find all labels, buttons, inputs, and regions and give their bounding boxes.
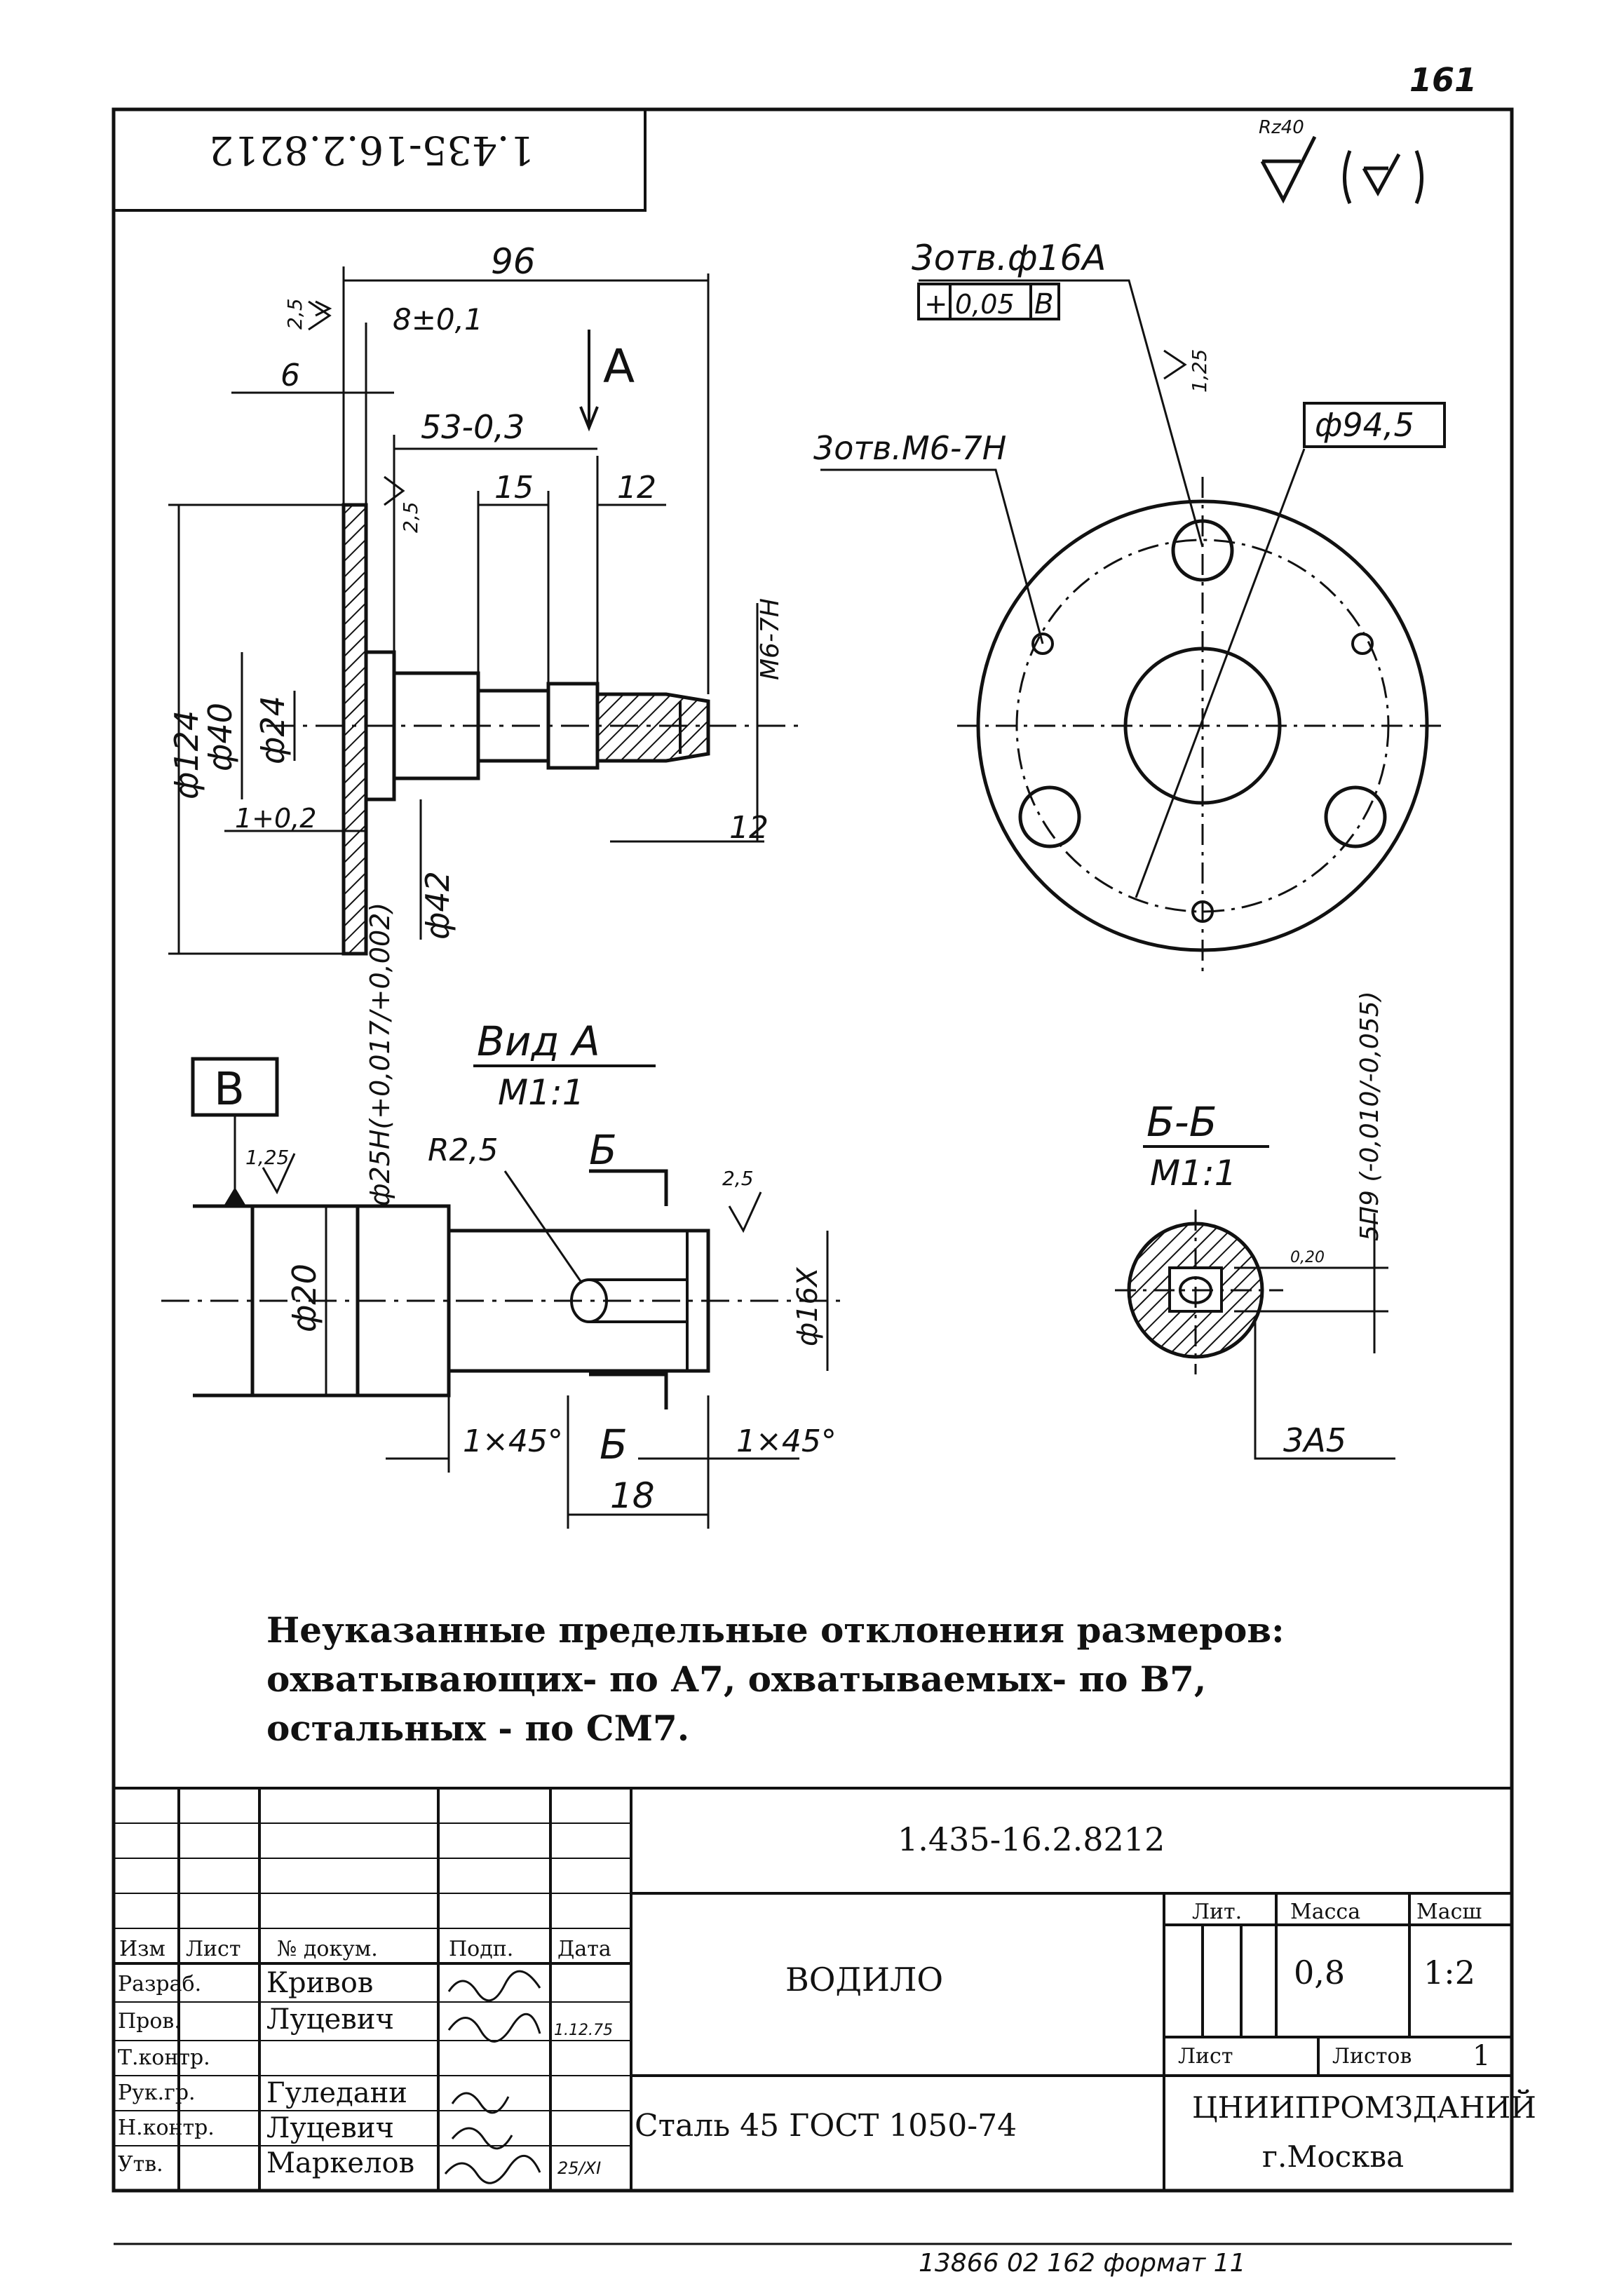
tb-org-1: ЦНИИПРОМЗДАНИЙ bbox=[1192, 2090, 1536, 2125]
tb-role-3: Рук.гр. bbox=[118, 2081, 196, 2105]
tb-hdr-izm: Изм bbox=[119, 1937, 165, 1961]
section-bb-dim: 5П9 (-0,010/-0,055) bbox=[1355, 991, 1384, 1241]
dim-8: 8±0,1 bbox=[393, 302, 483, 337]
tb-name-5: Маркелов bbox=[266, 2147, 415, 2179]
detail-phi16x: ф16Х bbox=[792, 1266, 824, 1346]
tb-role-0: Разраб. bbox=[118, 1972, 202, 1996]
tb-sheets-label: Листов bbox=[1332, 2044, 1412, 2069]
section-bb-scale: М1:1 bbox=[1150, 1153, 1237, 1193]
rough-125: 1,25 bbox=[1188, 349, 1211, 393]
main-view bbox=[168, 266, 806, 956]
dim-m6: М6-7Н bbox=[756, 598, 785, 680]
dim-12b: 12 bbox=[729, 810, 769, 846]
holes-m6-label: 3отв.М6-7Н bbox=[813, 429, 1006, 467]
tb-role-2: Т.контр. bbox=[118, 2045, 210, 2070]
tb-name-3: Гуледани bbox=[266, 2077, 407, 2109]
detail-scale: М1:1 bbox=[498, 1072, 585, 1113]
dim-1: 1+0,2 bbox=[235, 803, 316, 834]
roughness-general-symbol bbox=[1260, 135, 1423, 204]
tb-col-lit: Лит. bbox=[1192, 1900, 1243, 1924]
note-line-1: Неуказанные предельные отклонения размер… bbox=[266, 1609, 1285, 1651]
tb-mass-value: 0,8 bbox=[1294, 1954, 1346, 1991]
datum-b: В bbox=[214, 1064, 245, 1116]
section-arrow-a: А bbox=[603, 339, 635, 393]
note-line-3: остальных - по СМ7. bbox=[266, 1707, 690, 1749]
note-line-2: охватывающих- по А7, охватываемых- по В7… bbox=[266, 1658, 1207, 1700]
flange-view bbox=[820, 279, 1448, 975]
tb-hdr-doc: № докум. bbox=[277, 1937, 378, 1961]
tb-role-5: Утв. bbox=[118, 2152, 163, 2177]
tb-date-5: 25/XI bbox=[557, 2158, 602, 2178]
detail-title: Вид А bbox=[477, 1017, 600, 1065]
detail-phi25: ф25Н(+0,017/+0,002) bbox=[365, 902, 395, 1206]
detail-rough2: 2,5 bbox=[722, 1167, 754, 1190]
detail-sect-b-top: Б bbox=[589, 1126, 617, 1174]
section-bb-rough: 0,20 bbox=[1290, 1249, 1325, 1266]
footer-handwriting: 13866 02 162 формат 11 bbox=[919, 2249, 1246, 2278]
tol-frame-sym: + bbox=[924, 288, 948, 320]
tol-frame-datum: В bbox=[1034, 288, 1053, 320]
detail-view bbox=[161, 1057, 841, 1529]
detail-chamfer2: 1×45° bbox=[736, 1423, 837, 1459]
rotated-doc-code: 1.435-16.2.8212 bbox=[209, 127, 534, 173]
detail-rough: 1,25 bbox=[245, 1146, 289, 1169]
tb-name-1: Луцевич bbox=[266, 2003, 394, 2036]
dim-phi40: ф40 bbox=[201, 703, 239, 771]
tb-sheets-count: 1 bbox=[1473, 2040, 1491, 2072]
tb-col-scale: Масш bbox=[1416, 1900, 1482, 1924]
section-bb bbox=[1115, 1210, 1395, 1460]
tb-hdr-list: Лист bbox=[186, 1937, 241, 1961]
section-bb-callout: 3А5 bbox=[1283, 1421, 1346, 1459]
tb-hdr-date: Дата bbox=[557, 1937, 611, 1961]
tb-date-1: 1.12.75 bbox=[554, 2022, 613, 2039]
dim-53: 53-0,3 bbox=[421, 408, 525, 446]
tb-doc-code: 1.435-16.2.8212 bbox=[898, 1820, 1165, 1858]
title-block-grid bbox=[114, 1787, 1512, 2245]
section-bb-title: Б-Б bbox=[1146, 1098, 1217, 1146]
detail-18: 18 bbox=[610, 1475, 655, 1516]
tb-role-4: Н.контр. bbox=[118, 2116, 215, 2140]
tb-material: Сталь 45 ГОСТ 1050-74 bbox=[635, 2108, 1017, 2144]
holes-16-label: 3отв.ф16А bbox=[912, 238, 1106, 278]
dim-12a: 12 bbox=[617, 470, 656, 506]
tb-scale-value: 1:2 bbox=[1423, 1954, 1476, 1991]
rough-25a: 2,5 bbox=[283, 298, 306, 330]
tb-hdr-sign: Подп. bbox=[449, 1937, 514, 1961]
detail-chamfer1: 1×45° bbox=[463, 1423, 563, 1459]
signatures bbox=[444, 1970, 541, 2184]
detail-phi20: ф20 bbox=[285, 1264, 323, 1332]
tb-role-1: Пров. bbox=[118, 2009, 181, 2034]
roughness-general-label: Rz40 bbox=[1259, 117, 1304, 138]
page-number: 161 bbox=[1409, 61, 1477, 99]
tb-part-name: ВОДИЛО bbox=[785, 1961, 944, 1998]
dim-phi124: ф124 bbox=[168, 710, 205, 799]
dim-phi24: ф24 bbox=[254, 696, 292, 764]
sheet-frame bbox=[111, 107, 1514, 2193]
dim-96: 96 bbox=[491, 241, 536, 282]
tb-org-2: г.Москва bbox=[1262, 2139, 1405, 2174]
dim-6: 6 bbox=[280, 358, 300, 393]
rough-25b: 2,5 bbox=[399, 501, 422, 533]
tol-frame-val: 0,05 bbox=[955, 289, 1015, 320]
tb-name-0: Кривов bbox=[266, 1967, 374, 1999]
phi-945: ф94,5 bbox=[1315, 406, 1414, 444]
dim-15: 15 bbox=[494, 470, 534, 506]
detail-r25: R2,5 bbox=[428, 1132, 499, 1168]
tb-name-4: Луцевич bbox=[266, 2112, 394, 2144]
dim-phi42: ф42 bbox=[419, 871, 456, 940]
tb-sheet-label: Лист bbox=[1178, 2044, 1233, 2069]
detail-sect-b-bottom: Б bbox=[600, 1421, 628, 1468]
tb-col-mass: Масса bbox=[1290, 1900, 1361, 1924]
